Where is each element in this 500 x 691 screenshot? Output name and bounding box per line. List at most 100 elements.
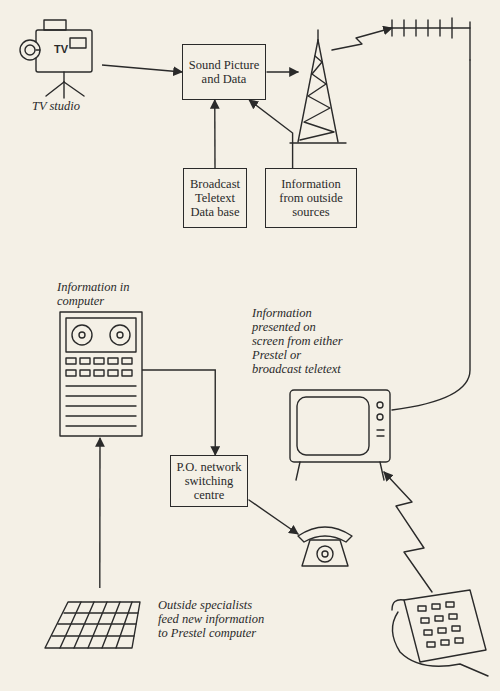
keyboard-part — [60, 602, 81, 648]
caption: Information presented on screen from eit… — [252, 306, 348, 376]
telephone — [298, 527, 352, 566]
keypad-handset-part — [452, 626, 460, 631]
keyboard-node: Outside specialists feed new information… — [40, 588, 270, 666]
keypad-handset-part — [421, 618, 429, 623]
tv-camera-part — [70, 38, 86, 48]
flow-arrow — [214, 100, 216, 168]
flow-arrow — [102, 65, 182, 72]
transmitter-tower-part — [290, 142, 346, 143]
aerial-part — [403, 20, 404, 36]
television-set-part — [377, 402, 383, 408]
keyboard-part — [102, 602, 120, 648]
computer-cabinet-part — [79, 332, 85, 338]
computer-cabinet-part — [80, 358, 90, 364]
keypad-signal — [384, 472, 432, 592]
computer-cabinet-part — [122, 370, 132, 376]
keypad-handset-part — [404, 590, 486, 662]
keyboard — [45, 602, 140, 648]
computer-cabinet-part — [66, 370, 76, 376]
computer-cabinet-part — [66, 415, 136, 416]
keypad-handset-part — [418, 606, 426, 611]
tv-camera-part — [63, 72, 64, 82]
transmitter-tower-part — [317, 30, 318, 40]
computer-cabinet-part — [66, 395, 136, 396]
computer-cabinet — [60, 312, 142, 436]
television-set-part — [377, 414, 383, 420]
telephone-part — [322, 551, 328, 557]
computer-cabinet-part — [66, 358, 76, 364]
aerial-cable — [392, 60, 470, 410]
feed-arrow — [267, 71, 298, 72]
line-arrow — [249, 500, 298, 534]
keyboard-part — [116, 602, 132, 648]
process-box: Broadcast Teletext Data base — [183, 168, 247, 228]
computer-cabinet-part — [66, 405, 136, 406]
box-label: P.O. network switching centre — [176, 460, 242, 502]
computer-cabinet-part — [66, 385, 136, 386]
television-set-part — [380, 462, 384, 480]
tv-camera-part — [44, 20, 66, 30]
keypad-handset — [392, 590, 488, 676]
television-set-part — [377, 429, 384, 430]
tv-camera-part — [63, 82, 64, 98]
aerial-part — [439, 20, 440, 36]
computer-cabinet-part — [72, 325, 92, 345]
television-set — [290, 390, 390, 480]
tv-camera-part — [46, 82, 64, 96]
transmitter-tower — [290, 30, 346, 143]
tv-camera-part — [36, 30, 92, 72]
tv-camera-part — [64, 82, 84, 96]
keypad-handset-part — [432, 604, 440, 609]
television-set-part — [377, 435, 384, 436]
computer-cabinet-part — [94, 370, 104, 376]
aerial-part — [391, 20, 392, 36]
computer-cabinet-part — [94, 358, 104, 364]
computer-cabinet-part — [66, 318, 136, 352]
aerial-part — [415, 20, 416, 36]
process-box: P.O. network switching centre — [170, 455, 248, 507]
tv-camera-part — [20, 40, 40, 60]
caption: Outside specialists feed new information… — [158, 598, 270, 640]
aerial — [384, 18, 470, 60]
keypad-handset-part — [435, 616, 443, 621]
flow-arrow — [249, 100, 292, 168]
computer-cabinet-part — [122, 358, 132, 364]
computer-cabinet-part — [66, 425, 136, 426]
keypad-handset-part — [392, 600, 404, 610]
computer-cabinet-part — [110, 325, 130, 345]
telephone-part — [317, 546, 333, 562]
computer-cabinet-part — [60, 312, 142, 436]
process-box: Information from outside sources — [265, 168, 357, 228]
telephone-part — [298, 527, 352, 542]
aerial-part — [469, 22, 470, 60]
caption: TV studio — [32, 99, 102, 113]
tv-camera-part — [36, 49, 40, 50]
tv-camera-part — [25, 45, 35, 55]
keypad-handset-part — [446, 602, 454, 607]
caption: Information in computer — [57, 280, 147, 308]
aerial-part — [384, 27, 470, 28]
flow-arrow — [142, 370, 215, 455]
camera-node: TV studio — [18, 15, 102, 115]
box-label: Information from outside sources — [271, 177, 351, 219]
keypad-handset-part — [392, 612, 488, 676]
computer-node: Information in computer — [45, 280, 142, 438]
transmitter-tower-part — [300, 56, 334, 140]
aerial-part — [427, 20, 428, 36]
keypad-handset-part — [438, 628, 446, 633]
television-set-part — [290, 390, 390, 462]
keypad-handset-part — [427, 642, 435, 647]
keypad-handset-part — [424, 630, 432, 635]
broadcast-signal — [332, 28, 392, 50]
computer-cabinet-part — [108, 358, 118, 364]
computer-cabinet-part — [80, 370, 90, 376]
keypad-handset-part — [449, 614, 457, 619]
television-set-part — [296, 462, 300, 480]
device-marking: TV — [54, 43, 68, 55]
computer-cabinet-part — [117, 332, 123, 338]
flow-arrow — [99, 438, 101, 588]
keypad-handset-part — [441, 640, 449, 645]
television-node: Information presented on screen from eit… — [252, 306, 392, 482]
telephone-part — [302, 540, 348, 566]
